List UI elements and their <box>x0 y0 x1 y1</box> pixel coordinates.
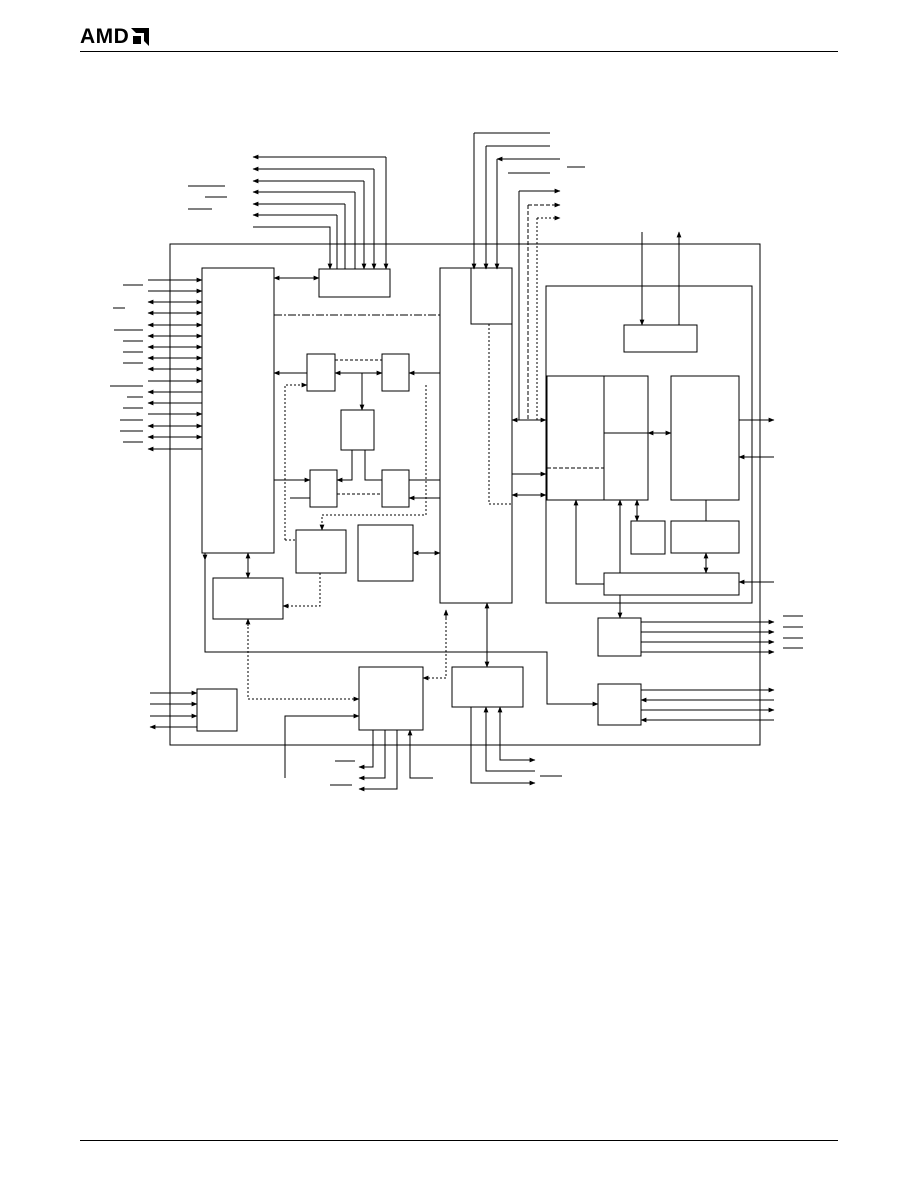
inner-block-8 <box>212 577 284 620</box>
bottom-right-block-2 <box>597 683 642 726</box>
inner-block-6 <box>295 529 347 574</box>
right-top-block <box>623 324 698 353</box>
header-rule <box>80 51 838 52</box>
inner-block-1 <box>306 353 336 392</box>
bottom-left-block <box>196 688 238 732</box>
left-tall-block <box>201 267 275 554</box>
right-mid-left-block <box>546 375 649 501</box>
right-container <box>545 285 753 604</box>
bottom-center-block <box>358 666 424 731</box>
top-center-block <box>318 268 391 298</box>
amd-arrow-logo-icon <box>131 28 150 46</box>
right-small-block <box>630 520 666 555</box>
bottom-mid-block <box>451 666 524 708</box>
right-bottom-bar <box>603 572 740 596</box>
right-wide-small-block <box>670 520 740 554</box>
inner-block-5 <box>381 469 410 508</box>
footer-rule <box>80 1140 838 1141</box>
chip-boundary <box>169 243 761 746</box>
inner-block-7 <box>357 524 414 582</box>
center-sub-block <box>470 267 513 325</box>
inner-block-2 <box>381 353 410 392</box>
center-tall-block <box>439 267 513 604</box>
amd-logo: AMD <box>80 24 150 50</box>
right-mid-right-block <box>670 375 740 501</box>
logo-text: AMD <box>80 25 130 48</box>
inner-block-4 <box>309 469 338 508</box>
bottom-right-block-1 <box>597 617 642 657</box>
inner-block-3 <box>340 409 375 451</box>
